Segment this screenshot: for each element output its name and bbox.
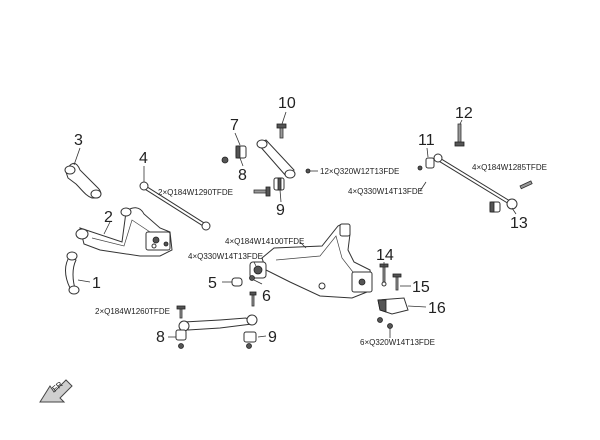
part-8-nut-upper: [221, 156, 229, 164]
callout-10: 10: [278, 95, 296, 112]
callout-3: 3: [74, 132, 83, 149]
part-6-nut: [249, 275, 255, 281]
callout-8-lower: 8: [156, 329, 165, 346]
callout-11: 11: [418, 132, 435, 149]
part-9-bushing-upper: [273, 177, 285, 191]
code-q330w14t13-left: 4×Q330W14T13FDE: [188, 252, 263, 261]
part-10-upper-link: [256, 139, 296, 179]
callout-9-lower: 9: [268, 329, 277, 346]
part-12-bolt: [454, 123, 465, 147]
part-9-bushing-lower: [243, 331, 257, 349]
code-q320w14t13: 6×Q320W14T13FDE: [360, 338, 435, 347]
part-2-lower-control-arm: [75, 207, 173, 257]
bolt-q184w1285: [519, 180, 533, 190]
callout-5: 5: [208, 275, 217, 292]
code-q184w14100: 4×Q184W14100TFDE: [225, 237, 304, 246]
part-10-bolt: [276, 123, 287, 139]
part-1-small-link: [65, 251, 80, 295]
part-15-bolt: [392, 273, 402, 291]
callout-1: 1: [92, 275, 101, 292]
part-lower-link-bottom: [178, 314, 258, 332]
code-q184w1285: 4×Q184W1285TFDE: [472, 163, 547, 172]
part-3-upper-link: [64, 163, 102, 199]
part-5-bushing: [231, 277, 243, 287]
callout-13: 13: [510, 215, 528, 232]
part-lower-control-arm-center: [249, 223, 373, 299]
callout-16: 16: [428, 300, 446, 317]
front-direction-arrow-icon: FR: [39, 379, 73, 403]
callout-7: 7: [230, 117, 239, 134]
part-13-long-link-right: [433, 153, 518, 210]
code-q184w1290: 2×Q184W1290TFDE: [158, 188, 233, 197]
part-8-bushing-lower: [175, 329, 187, 349]
part-11-bushing: [417, 157, 435, 171]
callout-14: 14: [376, 247, 394, 264]
part-13-bushing: [489, 201, 501, 213]
bolt-q184w1290: [253, 186, 271, 197]
callout-4: 4: [139, 150, 148, 167]
bolt-lower-link-right: [249, 291, 257, 307]
part-14-bolt: [379, 263, 389, 287]
callout-8-upper: 8: [238, 167, 247, 184]
code-q330w14t13-right: 4×Q330W14T13FDE: [348, 187, 423, 196]
part-16-bracket: [377, 297, 409, 329]
code-q184w1260: 2×Q184W1260TFDE: [95, 307, 170, 316]
callout-12: 12: [455, 105, 473, 122]
callout-6: 6: [262, 288, 271, 305]
part-7-bushing: [235, 145, 247, 159]
part-4-long-link: [139, 181, 211, 231]
callout-9-upper: 9: [276, 202, 285, 219]
bolt-q184w1260: [176, 305, 186, 319]
code-q320w12t13: 12×Q320W12T13FDE: [320, 167, 399, 176]
callout-2: 2: [104, 209, 113, 226]
callout-15: 15: [412, 279, 430, 296]
